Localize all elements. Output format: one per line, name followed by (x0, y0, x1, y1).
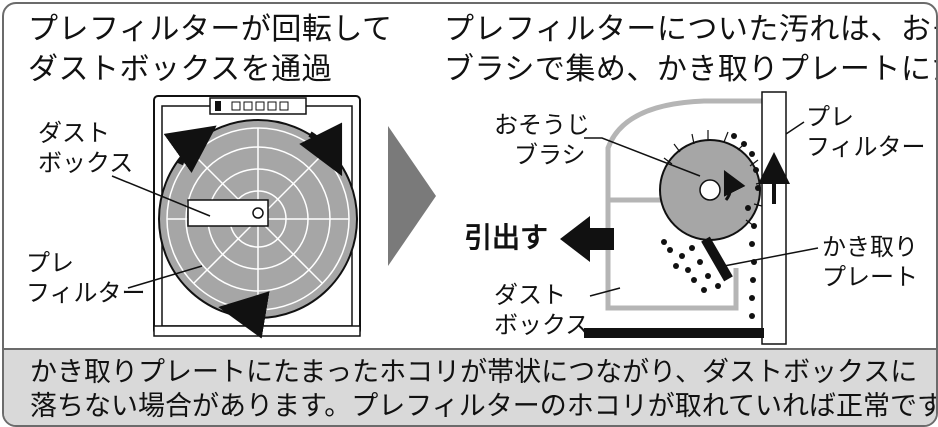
base-bar (584, 328, 764, 338)
label-pull-out: 引出す (464, 221, 549, 254)
label-prefilter-right: プレ フィルター (806, 102, 926, 162)
label-dust-box-left-line2: ボックス (38, 149, 134, 177)
dust-dots (661, 133, 761, 337)
right-title-line1: プレフィルターについた汚れは、おそうじ (444, 12, 936, 47)
label-prefilter-right-line1: プレ (806, 103, 854, 131)
label-dust-box-left: ダスト ボックス (38, 118, 133, 178)
label-dust-box-right: ダスト ボックス (494, 280, 589, 340)
right-leader-lines (584, 121, 819, 297)
label-prefilter-left-line1: プレ (26, 249, 74, 277)
left-title-line1: プレフィルターが回転して (28, 12, 393, 47)
rotation-arrows (163, 122, 343, 339)
left-leader-lines (111, 175, 211, 289)
label-cleaning-brush: おそうじ ブラシ (494, 110, 590, 170)
note-line1: かき取りプレートにたまったホコリが帯状につながり、ダストボックスに (30, 357, 918, 388)
label-scraper-line1: かき取り (822, 233, 918, 261)
left-panel-title: プレフィルターが回転して ダストボックスを通過 (28, 10, 393, 90)
label-dust-box-right-line1: ダスト (494, 281, 566, 309)
label-scraper-line2: プレート (822, 263, 918, 291)
scraper-plate (701, 236, 733, 282)
right-panel-title: プレフィルターについた汚れは、おそうじ ブラシで集め、かき取りプレートにたまる (444, 10, 936, 90)
cleaning-brush (659, 130, 765, 241)
label-prefilter-left: プレ フィルター (26, 248, 146, 308)
label-brush-line1: おそうじ (494, 111, 590, 139)
left-title-line2: ダストボックスを通過 (28, 52, 333, 87)
unit-housing-curve (605, 98, 768, 311)
note-box: かき取りプレートにたまったホコリが帯状につながり、ダストボックスに 落ちない場合… (4, 348, 938, 425)
label-prefilter-right-line2: フィルター (806, 133, 926, 161)
note-line2: 落ちない場合があります。プレフィルターのホコリが取れていれば正常です。 (30, 391, 938, 422)
label-dust-box-left-line1: ダスト (38, 119, 110, 147)
dust-box-bar (187, 199, 269, 227)
right-title-line2: ブラシで集め、かき取りプレートにたまる (444, 52, 936, 87)
prefilter-strip (761, 91, 787, 345)
label-prefilter-left-line2: フィルター (26, 279, 146, 307)
label-brush-line2: ブラシ (514, 141, 586, 169)
pull-out-arrow-icon (560, 216, 614, 262)
flow-chevron-icon (388, 126, 436, 266)
label-scraper-plate: かき取り プレート (822, 232, 918, 292)
diagram-canvas (111, 91, 819, 345)
note-text: かき取りプレートにたまったホコリが帯状につながり、ダストボックスに 落ちない場合… (30, 356, 938, 424)
label-dust-box-right-line2: ボックス (494, 311, 590, 339)
